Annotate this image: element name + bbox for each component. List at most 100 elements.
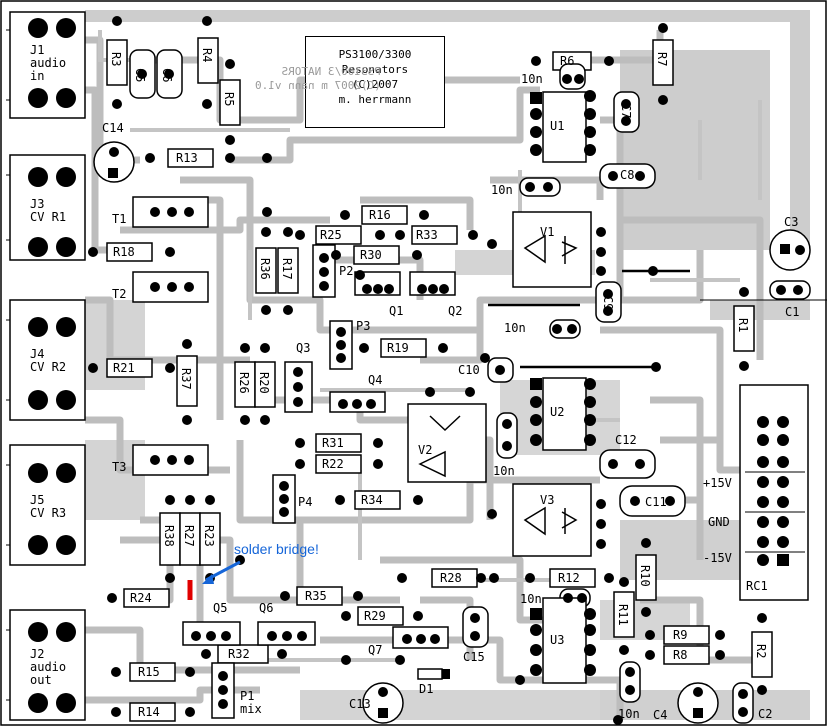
solder-bridge-annotation: solder bridge! [234,541,319,557]
j1-name: J1 [30,43,45,57]
ref-label-c11: C11 [645,495,667,509]
j1-line3: in [30,69,45,83]
j3-label: J3 CV R1 [30,198,66,224]
j5-label: J5 CV R3 [30,494,66,520]
ref-label-u2: U2 [550,405,565,419]
mirrored-copper-text: PS3100/3 NATORS (C)2007 m nann v1.0 [255,65,381,93]
resistor-bodies [106,37,773,722]
cap-value-label-10n: 10n [493,464,515,478]
credit-line-3: (C)2007 [351,78,399,91]
vias [88,16,767,725]
ref-label-r35: R35 [305,589,327,603]
credit-line-4: m. herrmann [338,93,412,106]
credit-box: PS3100/3300 Resonators (C)2007 m. herrma… [305,36,445,128]
j2-line3: out [30,673,52,687]
transistor-pins [137,69,803,717]
cap-value-label-10n: 10n [504,321,526,335]
cap-value-label-10n: 10n [521,72,543,86]
cap-value-label-10n: 10n [491,183,513,197]
electrolytic-caps [93,141,811,724]
ref-label-r8: R8 [673,648,688,662]
ref-label-r32: R32 [228,647,250,661]
ref-label-q4: Q4 [368,373,383,387]
ref-label-r36: R36 [258,258,272,280]
power-label-plus15: +15V [703,476,732,490]
ref-label-c7: C7 [619,104,633,119]
connector-pads [28,18,76,713]
ref-label-u1: U1 [550,119,565,133]
diode-d1 [417,668,450,680]
cap-value-label-10n: 10n [618,707,640,721]
j1-label: J1 audio in [30,44,66,83]
ref-label-q2: Q2 [448,304,463,318]
ref-label-r4: R4 [200,48,214,63]
ref-label-r12: R12 [558,571,580,585]
ref-label-t1: T1 [112,212,127,226]
power-label-minus15: -15V [703,551,732,565]
mirrored-line-1: PS3100/3 NATORS [281,65,381,78]
ref-label-p2: P2 [339,264,354,278]
ref-label-r13: R13 [176,151,198,165]
ref-label-c1: C1 [785,305,800,319]
ref-label-c9: C9 [601,296,615,311]
ref-label-r29: R29 [364,609,386,623]
rc1-label: RC1 [746,579,768,593]
ref-label-v1: V1 [540,225,555,239]
ref-label-r9: R9 [673,628,688,642]
ref-label-r31: R31 [322,436,344,450]
ref-label-r7: R7 [655,52,669,67]
ref-label-c14: C14 [102,121,124,135]
ref-label-r23: R23 [202,525,216,547]
ref-label-q3: Q3 [296,341,311,355]
j3-line2: CV R1 [30,210,67,224]
j2-line2: audio [30,660,67,674]
j1-line2: audio [30,56,67,70]
ref-label-r26: R26 [237,372,251,394]
ref-label-q5: Q5 [213,601,228,615]
ref-label-r10: R10 [638,565,652,587]
ref-label-r21: R21 [113,361,135,375]
ref-label-r38: R38 [162,525,176,547]
ref-label-r20: R20 [257,372,271,394]
ref-label-u3: U3 [550,633,565,647]
ref-label-c2: C2 [758,707,773,721]
capacitor-bodies [129,49,811,724]
ref-label-r3: R3 [109,52,123,67]
rc1-dividers [745,471,805,553]
ref-label-c15: C15 [463,650,485,664]
ref-label-r34: R34 [361,493,383,507]
j2-label: J2 audio out [30,648,66,687]
ref-label-r11: R11 [616,604,630,626]
ref-label-r24: R24 [130,591,152,605]
ref-label-r30: R30 [360,248,382,262]
p1-label: P1 mix [240,690,262,716]
ref-label-r1: R1 [736,318,750,333]
ref-label-c5: C5 [133,68,147,83]
ref-label-d1: D1 [419,682,434,696]
ref-label-r18: R18 [113,245,135,259]
ref-label-r25: R25 [320,228,342,242]
ref-label-c13: C13 [349,697,371,711]
ref-label-r37: R37 [179,368,193,390]
ref-label-v2: V2 [418,443,433,457]
ref-label-r28: R28 [440,571,462,585]
ref-label-r27: R27 [182,525,196,547]
ref-label-r22: R22 [322,457,344,471]
j5-line2: CV R3 [30,506,67,520]
ref-label-q1: Q1 [389,304,404,318]
ic-pins [530,90,789,676]
black-traces [488,269,690,369]
ref-label-r2: R2 [754,644,768,659]
ref-label-p4: P4 [298,495,313,509]
j4-label: J4 CV R2 [30,348,66,374]
j4-name: J4 [30,347,45,361]
mirrored-line-2: (C)2007 m nann v1.0 [255,79,381,92]
cap-value-label-10n: 10n [520,592,542,606]
ref-label-t2: T2 [112,287,127,301]
ref-label-r19: R19 [387,341,409,355]
ref-label-r15: R15 [138,665,160,679]
audio-connectors [6,11,86,721]
ref-label-q6: Q6 [259,601,274,615]
ref-label-c8: C8 [620,168,635,182]
